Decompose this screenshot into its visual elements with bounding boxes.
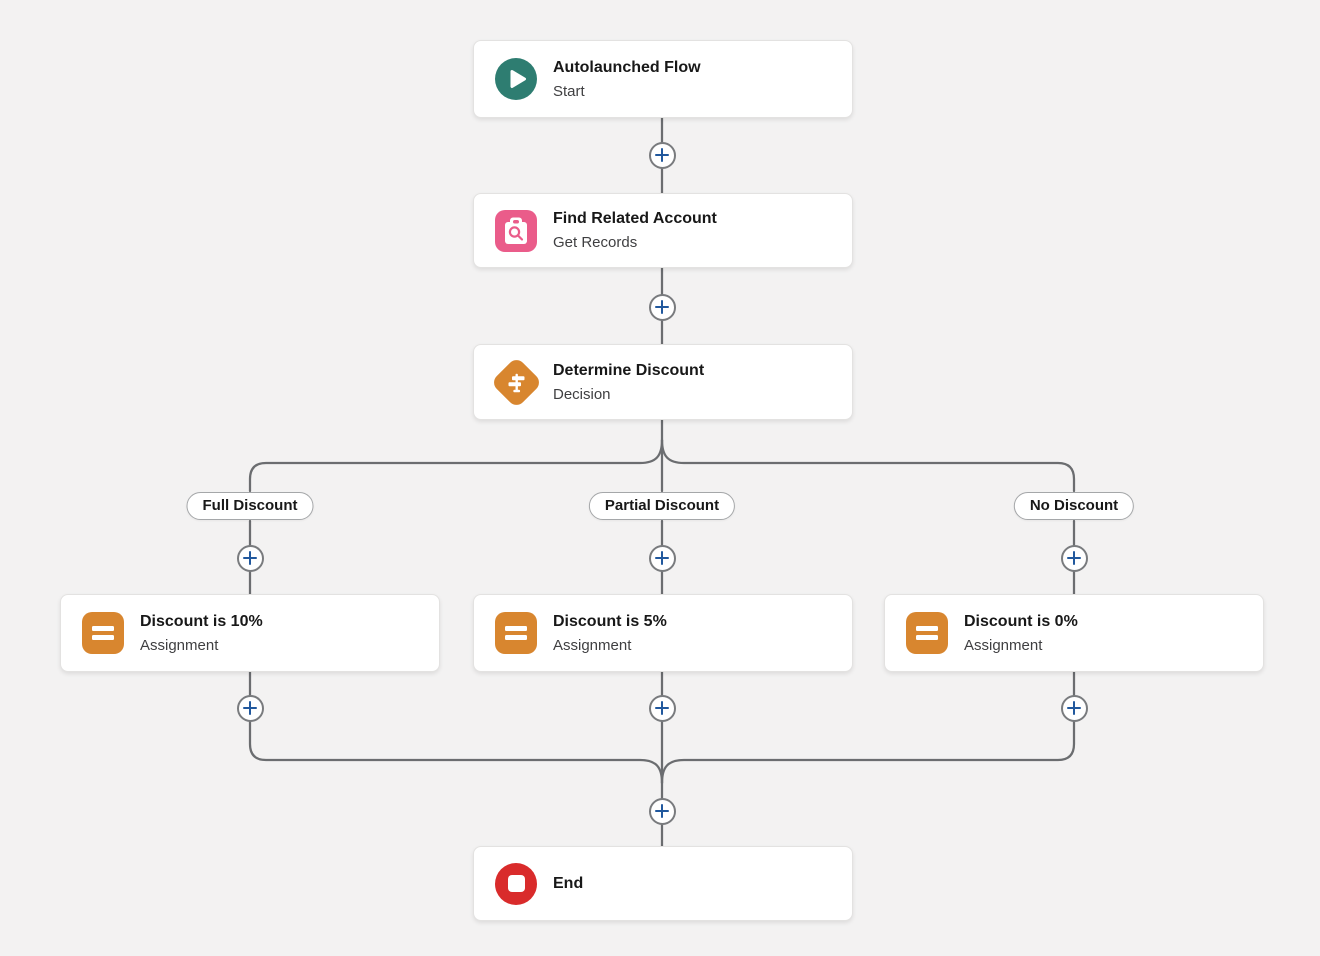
- node-subtitle: Assignment: [553, 636, 632, 654]
- branch-label-partial-discount[interactable]: Partial Discount: [588, 492, 736, 520]
- get-records-icon-slot: [495, 209, 537, 252]
- end-icon-slot: [495, 862, 537, 905]
- flow-node-get-records[interactable]: Find Related Account Get Records: [473, 193, 853, 268]
- add-element-button[interactable]: [648, 141, 676, 169]
- plus-icon: [651, 697, 674, 720]
- branch-label-full-discount[interactable]: Full Discount: [186, 492, 314, 520]
- connector-decision-left-branch: [248, 438, 664, 493]
- add-element-button[interactable]: [648, 544, 676, 572]
- plus-icon: [1063, 547, 1086, 570]
- node-title: Discount is 5%: [553, 612, 667, 630]
- start-icon-slot: [495, 58, 537, 100]
- add-element-button[interactable]: [236, 544, 264, 572]
- node-title: Discount is 10%: [140, 612, 263, 630]
- add-element-button[interactable]: [1060, 544, 1088, 572]
- plus-icon: [651, 144, 674, 167]
- add-element-button[interactable]: [648, 694, 676, 722]
- stop-icon: [495, 862, 537, 905]
- flow-node-assignment-partial-discount[interactable]: Discount is 5% Assignment: [473, 594, 853, 672]
- branch-label-no-discount[interactable]: No Discount: [1013, 492, 1135, 520]
- assignment-icon-slot: [906, 612, 948, 654]
- plus-icon: [1063, 697, 1086, 720]
- equals-icon: [906, 612, 948, 654]
- node-title: Discount is 0%: [964, 612, 1078, 630]
- flow-node-end[interactable]: End: [473, 846, 853, 921]
- connector-left-merge: [248, 670, 664, 785]
- clipboard-search-icon: [495, 209, 537, 252]
- node-title: Find Related Account: [553, 210, 717, 227]
- play-icon: [495, 58, 537, 100]
- plus-icon: [239, 547, 262, 570]
- plus-icon: [239, 697, 262, 720]
- node-title: End: [553, 874, 584, 892]
- plus-icon: [651, 296, 674, 319]
- flow-node-assignment-full-discount[interactable]: Discount is 10% Assignment: [60, 594, 440, 672]
- connector-right-merge: [660, 670, 1076, 785]
- node-subtitle: Start: [553, 82, 585, 100]
- flow-node-decision[interactable]: Determine Discount Decision: [473, 344, 853, 420]
- node-subtitle: Assignment: [140, 636, 219, 654]
- assignment-icon-slot: [82, 612, 124, 654]
- flow-node-start[interactable]: Autolaunched Flow Start: [473, 40, 853, 118]
- add-element-button[interactable]: [236, 694, 264, 722]
- node-subtitle: Decision: [553, 385, 611, 403]
- node-subtitle: Assignment: [964, 636, 1043, 654]
- connector-decision-right-branch: [660, 438, 1076, 493]
- add-element-button[interactable]: [1060, 694, 1088, 722]
- signpost-diamond-icon: [489, 355, 543, 409]
- add-element-button[interactable]: [648, 293, 676, 321]
- plus-icon: [651, 547, 674, 570]
- flow-node-assignment-no-discount[interactable]: Discount is 0% Assignment: [884, 594, 1264, 672]
- plus-icon: [651, 800, 674, 823]
- decision-icon-slot: [489, 355, 543, 409]
- equals-icon: [495, 612, 537, 654]
- node-title: Determine Discount: [553, 361, 705, 379]
- equals-icon: [82, 612, 124, 654]
- node-subtitle: Get Records: [553, 234, 638, 251]
- add-element-button[interactable]: [648, 797, 676, 825]
- assignment-icon-slot: [495, 612, 537, 654]
- node-title: Autolaunched Flow: [553, 58, 701, 76]
